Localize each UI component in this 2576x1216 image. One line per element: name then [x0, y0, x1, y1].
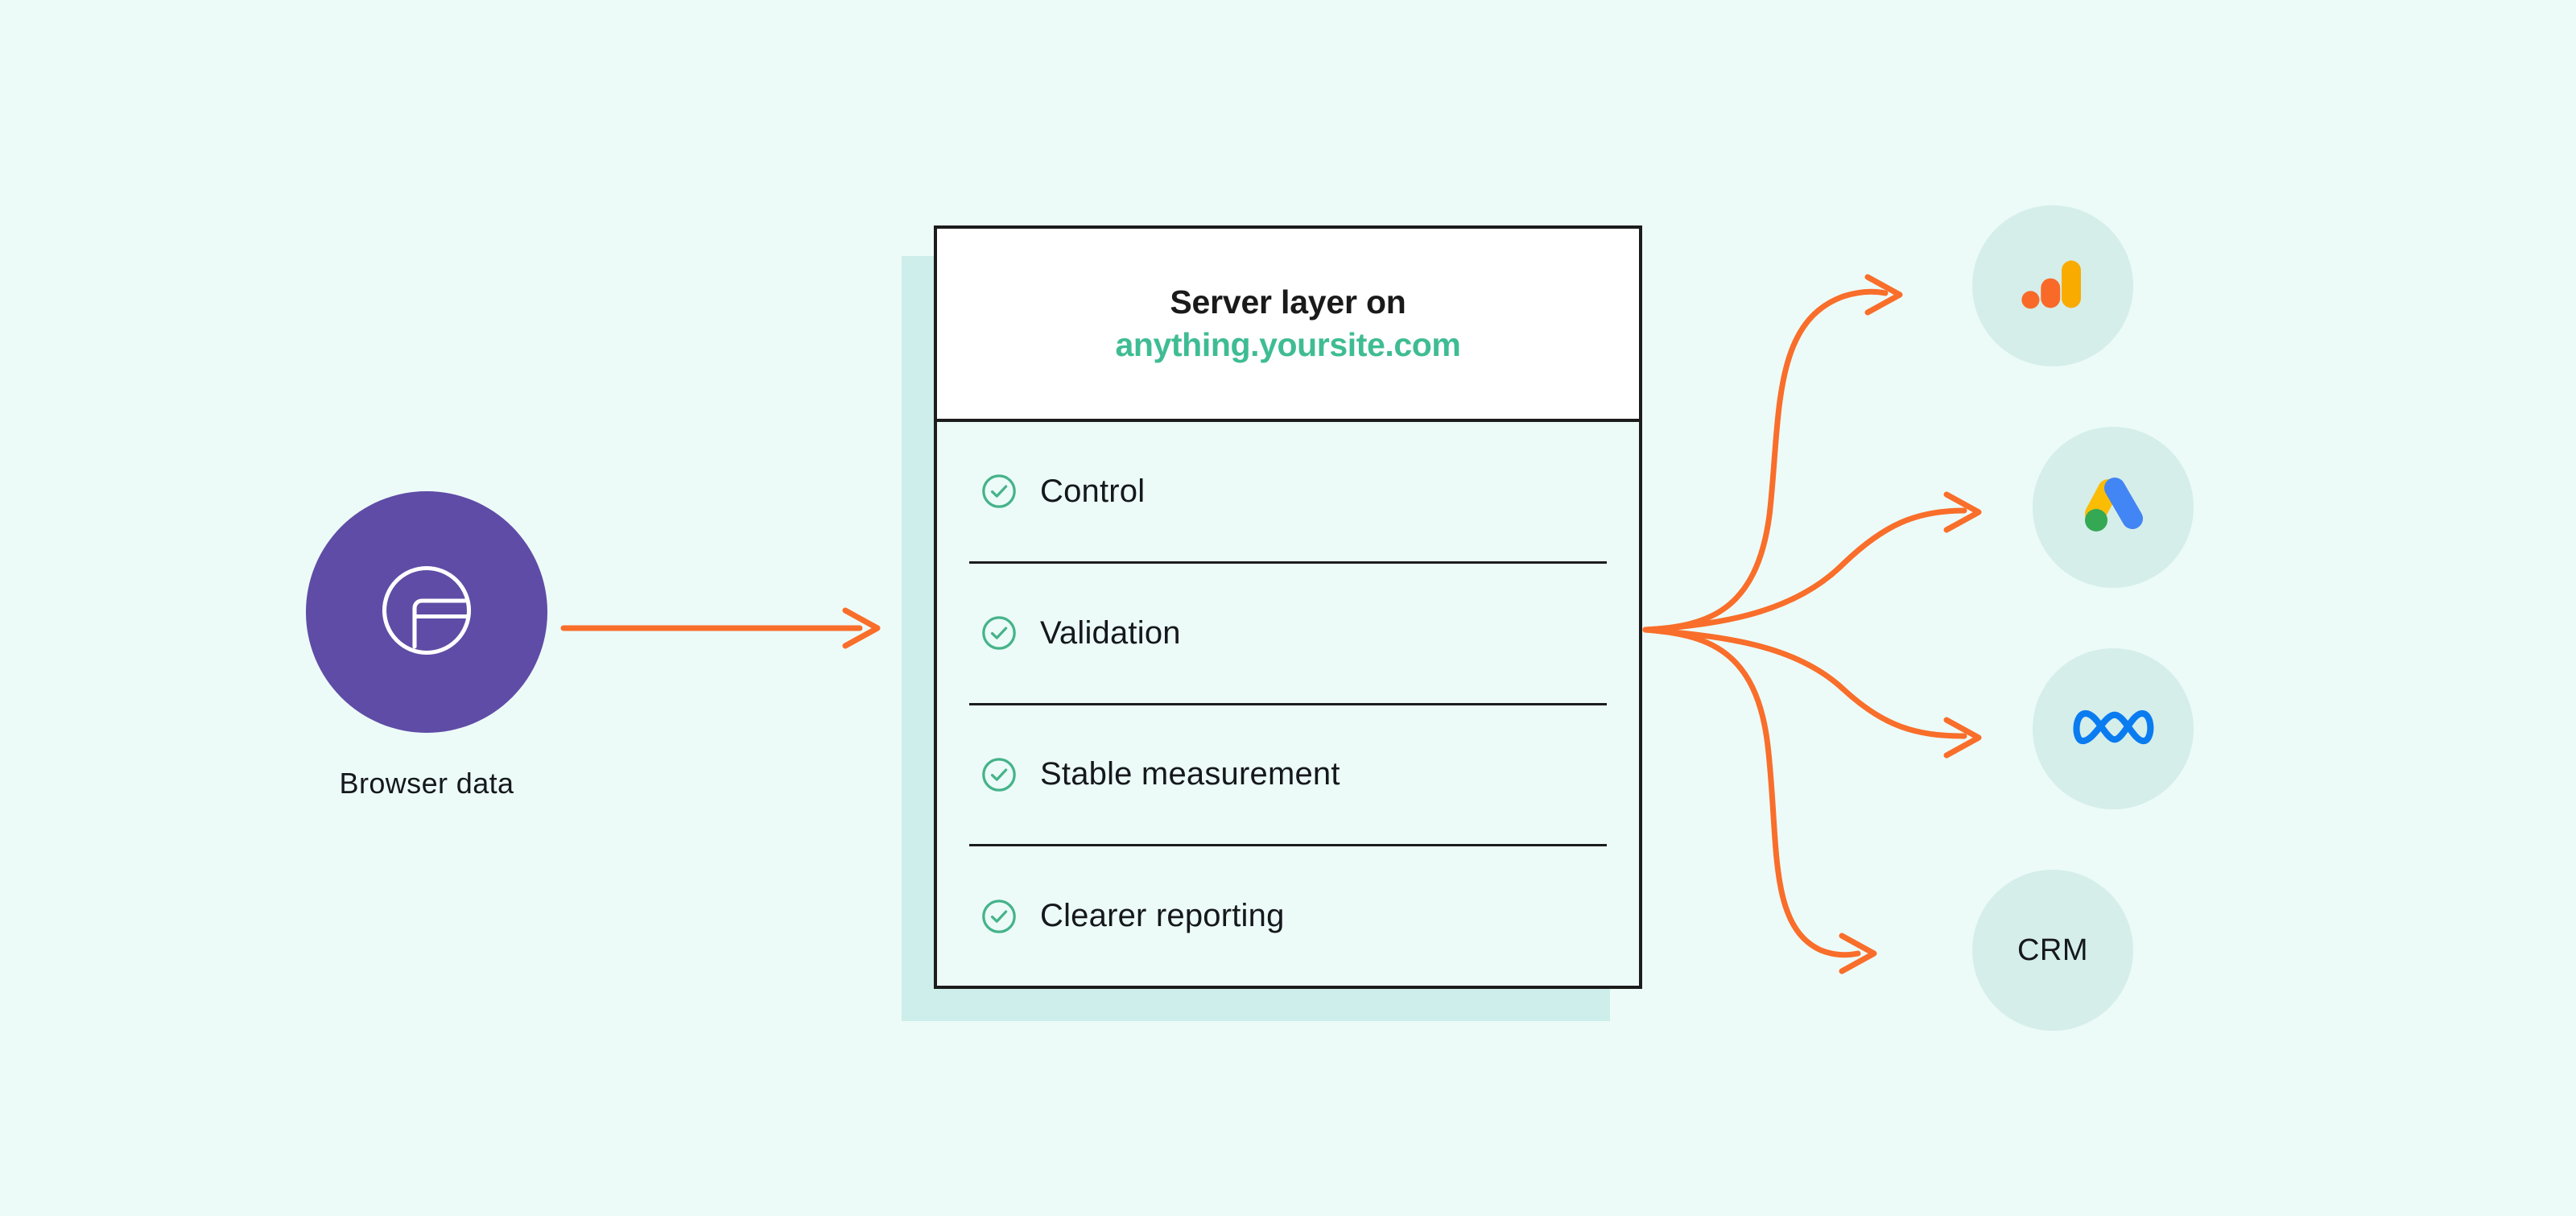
benefit-row: Validation — [969, 564, 1607, 705]
arrow-server-to-crm — [1642, 627, 1877, 974]
destination-google-analytics — [1972, 205, 2133, 366]
check-circle-icon — [980, 473, 1018, 510]
google-ads-icon — [2073, 465, 2153, 550]
benefit-row: Stable measurement — [969, 705, 1607, 847]
card-domain: anything.yoursite.com — [1115, 326, 1461, 363]
source-node-browser-data: Browser data — [306, 491, 547, 800]
benefit-label: Control — [1040, 473, 1146, 509]
arrow-server-to-meta — [1642, 627, 1982, 759]
check-circle-icon — [980, 614, 1018, 651]
source-label: Browser data — [339, 767, 514, 800]
destination-google-ads — [2033, 427, 2194, 588]
check-circle-icon — [980, 756, 1018, 793]
check-circle-icon — [980, 898, 1018, 935]
arrow-server-to-google-analytics — [1642, 274, 1903, 633]
card-benefit-list: Control Validation Sta — [937, 422, 1639, 986]
card-title: Server layer on — [1170, 283, 1406, 321]
benefit-label: Clearer reporting — [1040, 898, 1285, 934]
destination-meta — [2033, 648, 2194, 809]
benefit-row: Clearer reporting — [969, 846, 1607, 986]
browser-window-in-circle-icon — [366, 550, 487, 675]
crm-label: CRM — [2017, 933, 2089, 967]
arrow-server-to-google-ads — [1642, 491, 1982, 633]
card-header: Server layer on anything.yoursite.com — [937, 229, 1639, 422]
destination-crm: CRM — [1972, 870, 2133, 1031]
server-layer-card: Server layer on anything.yoursite.com Co… — [934, 225, 1642, 989]
benefit-label: Stable measurement — [1040, 756, 1340, 792]
benefit-label: Validation — [1040, 614, 1181, 651]
meta-infinity-icon — [2070, 697, 2157, 762]
arrow-browser-to-server — [560, 607, 881, 649]
benefit-row: Control — [969, 422, 1607, 564]
browser-data-circle — [306, 491, 547, 733]
google-analytics-icon — [2016, 247, 2090, 325]
